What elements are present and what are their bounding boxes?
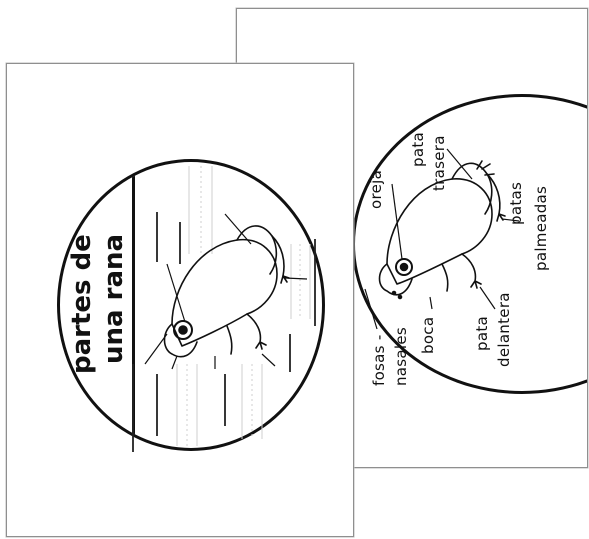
label-oreja: oreja: [367, 170, 385, 209]
label-pata-trasera-1: pata: [409, 132, 427, 167]
label-pata-delantera-2: delantera: [495, 292, 513, 367]
label-pata-delantera-1: pata: [473, 316, 491, 351]
front-frog-drawing: [7, 64, 353, 536]
label-pata-trasera-2: trasera: [430, 135, 448, 191]
front-card: partes de una rana: [6, 63, 354, 537]
label-fosas: fosas -: [370, 334, 388, 386]
label-patas: patas: [507, 182, 525, 225]
label-nasales: nasales: [392, 327, 410, 386]
label-boca: boca: [419, 317, 437, 354]
label-palmeadas: palmeadas: [532, 186, 550, 271]
